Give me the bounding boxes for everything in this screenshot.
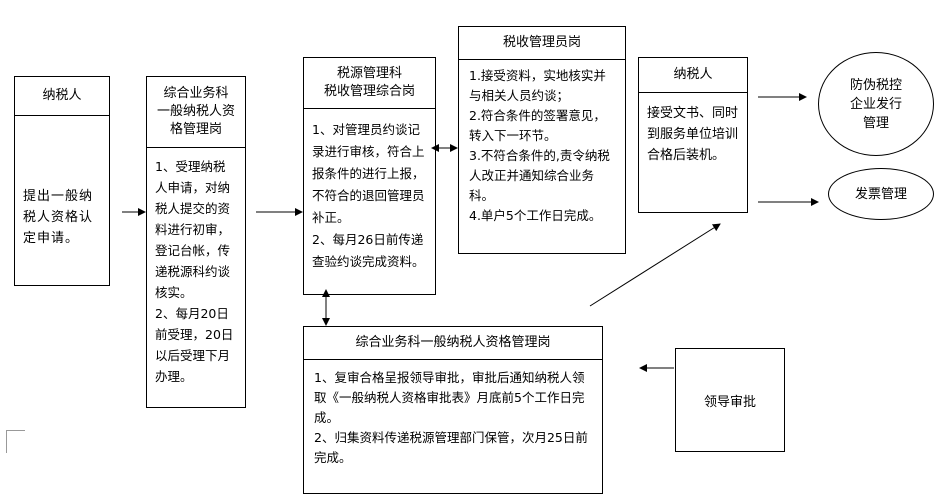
tax-officer-title: 税收管理员岗	[459, 27, 625, 60]
tax-source-management-content: 1、对管理员约谈记录进行审核，符合上报条件的进行上报，不符合的退回管理员补正。 …	[312, 122, 425, 269]
invoice-management-ellipse: 发票管理	[828, 168, 934, 220]
leader-approval-label: 领导审批	[703, 394, 756, 410]
general-affairs-qualification-title: 综合业务科 一般纳税人资 格管理岗	[147, 77, 245, 148]
taxpayer-applicant-content: 提出一般纳税人资格认定申请。	[23, 189, 94, 246]
general-affairs-review-title: 综合业务科一般纳税人资格管理岗	[304, 327, 602, 360]
corner-mark	[6, 430, 25, 453]
arrow-review-to-taxpayer	[589, 223, 721, 307]
tax-officer-box: 税收管理员岗 1.接受资料，实地核实并与相关人员约谈； 2.符合条件的签署意见，…	[458, 26, 626, 254]
tax-source-management-box: 税源管理科 税收管理综合岗 1、对管理员约谈记录进行审核，符合上报条件的进行上报…	[303, 57, 436, 295]
anti-forgery-tax-control-ellipse: 防伪税控 企业发行 管理	[818, 52, 934, 156]
leader-approval-box: 领导审批	[675, 348, 785, 452]
taxpayer-applicant-box: 纳税人 提出一般纳税人资格认定申请。	[14, 76, 110, 286]
taxpayer-installation-title: 纳税人	[639, 58, 747, 93]
general-affairs-review-box: 综合业务科一般纳税人资格管理岗 1、复审合格呈报领导审批，审批后通知纳税人领取《…	[303, 326, 603, 494]
tax-source-management-title: 税源管理科 税收管理综合岗	[304, 58, 435, 109]
general-affairs-qualification-box: 综合业务科 一般纳税人资 格管理岗 1、受理纳税人申请，对纳税人提交的资料进行初…	[146, 76, 246, 408]
general-affairs-review-content: 1、复审合格呈报领导审批，审批后通知纳税人领取《一般纳税人资格审批表》月底前5个…	[314, 370, 588, 465]
taxpayer-installation-content: 接受文书、同时到服务单位培训合格后装机。	[647, 106, 739, 163]
tax-officer-content: 1.接受资料，实地核实并与相关人员约谈； 2.符合条件的签署意见，转入下一环节。…	[469, 68, 610, 223]
general-affairs-qualification-content: 1、受理纳税人申请，对纳税人提交的资料进行初审，登记台帐，传递税源科约谈核实。 …	[155, 159, 234, 384]
taxpayer-applicant-title: 纳税人	[15, 77, 109, 116]
taxpayer-installation-box: 纳税人 接受文书、同时到服务单位培训合格后装机。	[638, 57, 748, 213]
